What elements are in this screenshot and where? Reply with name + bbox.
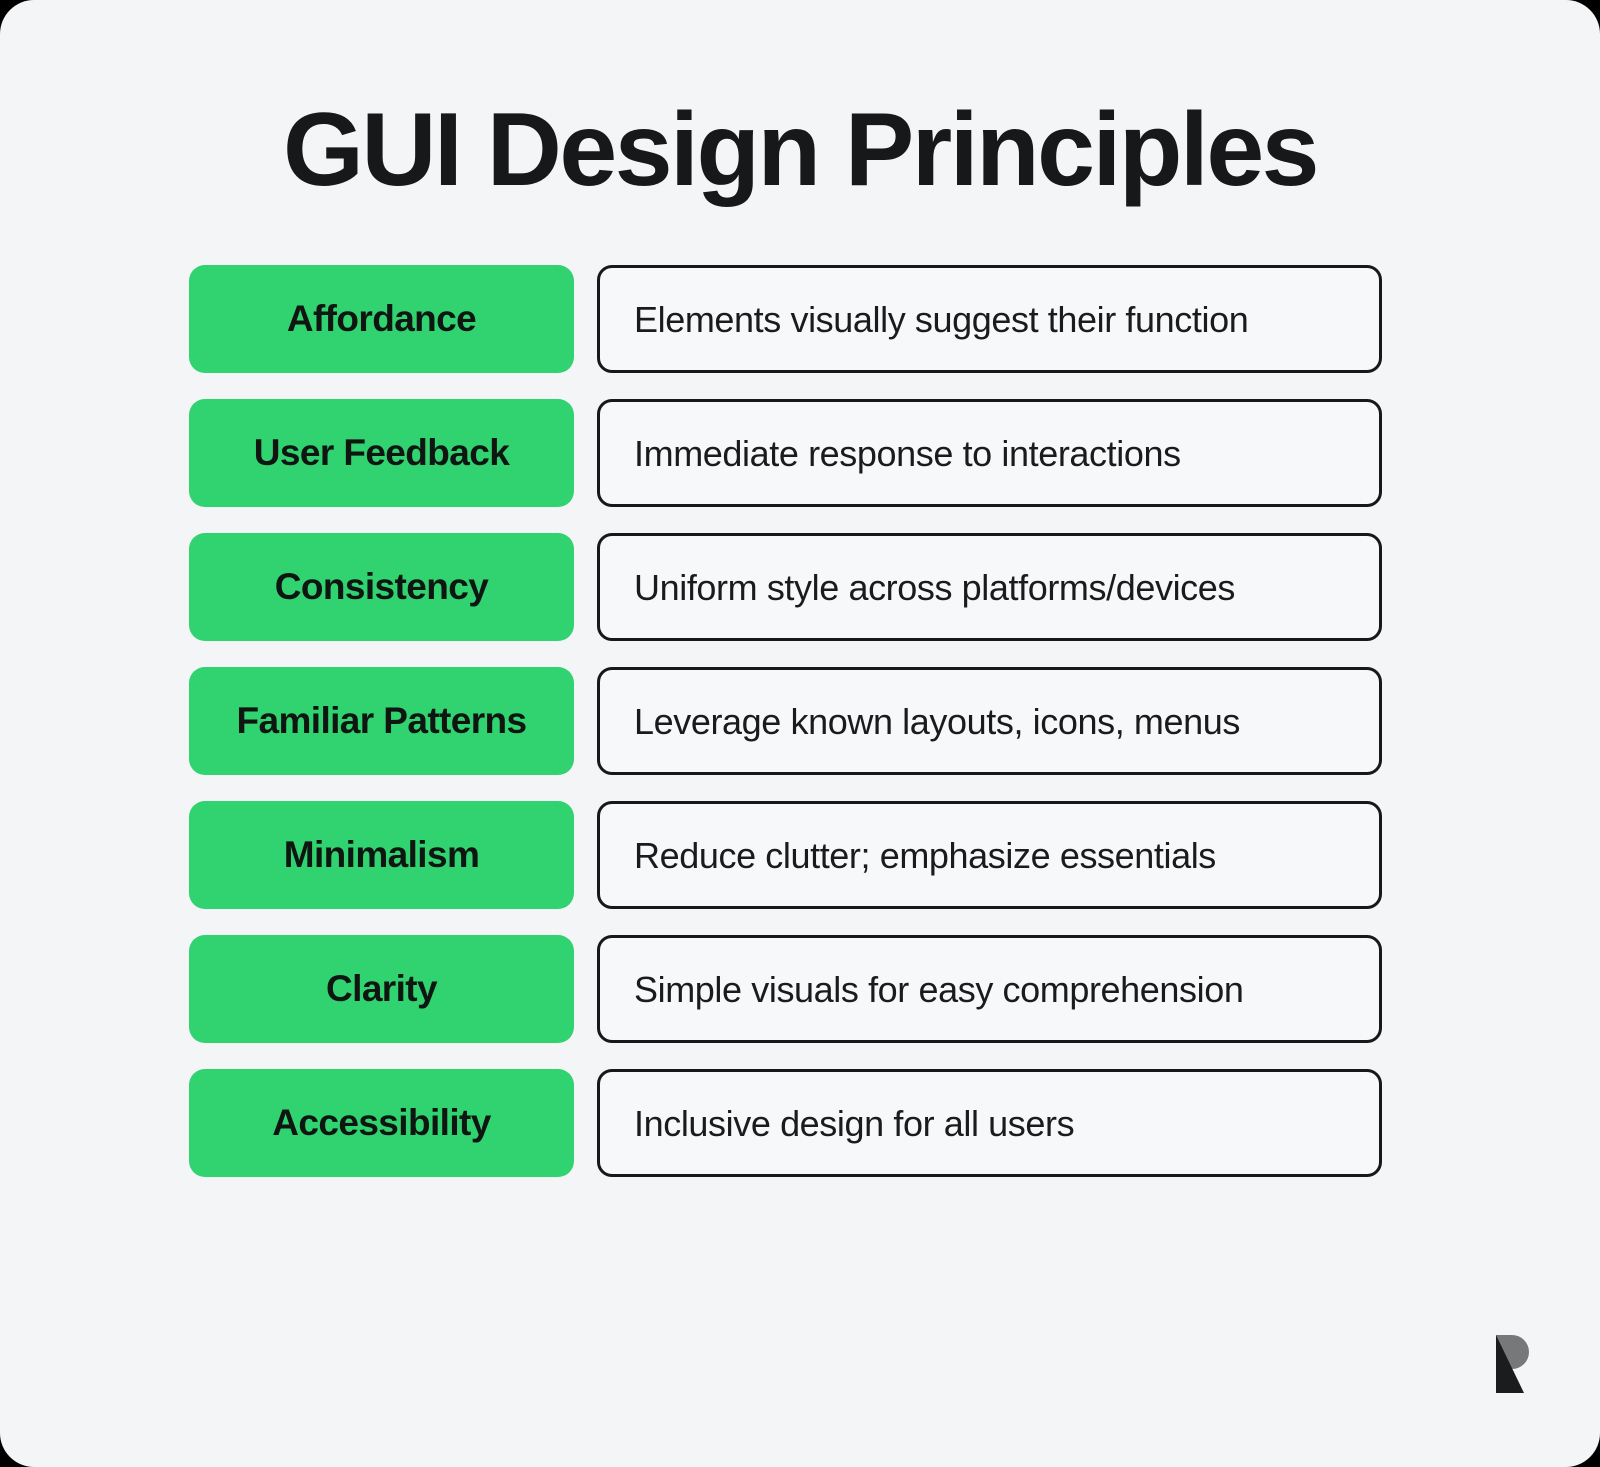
- description-card-user-feedback[interactable]: Immediate response to interactions: [597, 399, 1382, 508]
- principle-pill-consistency[interactable]: Consistency: [189, 533, 574, 642]
- description-card-affordance[interactable]: Elements visually suggest their function: [597, 265, 1382, 374]
- principle-pill-familiar-patterns[interactable]: Familiar Patterns: [189, 667, 574, 776]
- row-spacer: [574, 265, 597, 373]
- list-item: Affordance Elements visually suggest the…: [0, 265, 1600, 374]
- description-text: Inclusive design for all users: [634, 1102, 1075, 1144]
- row-spacer: [574, 1069, 597, 1177]
- principle-pill-clarity[interactable]: Clarity: [189, 935, 574, 1044]
- principle-label: Consistency: [274, 565, 489, 607]
- row-spacer: [574, 801, 597, 909]
- list-item: Minimalism Reduce clutter; emphasize ess…: [0, 801, 1600, 910]
- list-item: Consistency Uniform style across platfor…: [0, 533, 1600, 642]
- principle-pill-minimalism[interactable]: Minimalism: [189, 801, 574, 910]
- description-text: Leverage known layouts, icons, menus: [634, 700, 1240, 742]
- list-item: Familiar Patterns Leverage known layouts…: [0, 667, 1600, 776]
- description-text: Uniform style across platforms/devices: [634, 566, 1235, 608]
- list-item: User Feedback Immediate response to inte…: [0, 399, 1600, 508]
- brand-logo-icon: [1482, 1333, 1538, 1395]
- principle-pill-affordance[interactable]: Affordance: [189, 265, 574, 374]
- list-item: Clarity Simple visuals for easy comprehe…: [0, 935, 1600, 1044]
- principle-label: Clarity: [326, 967, 438, 1009]
- principle-label: User Feedback: [253, 431, 510, 473]
- description-card-accessibility[interactable]: Inclusive design for all users: [597, 1069, 1382, 1178]
- row-spacer: [574, 533, 597, 641]
- list-item: Accessibility Inclusive design for all u…: [0, 1069, 1600, 1178]
- principle-pill-accessibility[interactable]: Accessibility: [189, 1069, 574, 1178]
- description-card-minimalism[interactable]: Reduce clutter; emphasize essentials: [597, 801, 1382, 910]
- row-spacer: [574, 399, 597, 507]
- description-card-familiar-patterns[interactable]: Leverage known layouts, icons, menus: [597, 667, 1382, 776]
- principle-label: Familiar Patterns: [236, 699, 527, 741]
- description-card-clarity[interactable]: Simple visuals for easy comprehension: [597, 935, 1382, 1044]
- principle-label: Affordance: [286, 297, 477, 339]
- principle-label: Accessibility: [272, 1101, 491, 1143]
- principles-list: Affordance Elements visually suggest the…: [0, 265, 1600, 1178]
- principle-pill-user-feedback[interactable]: User Feedback: [189, 399, 574, 508]
- description-text: Immediate response to interactions: [634, 432, 1181, 474]
- description-text: Reduce clutter; emphasize essentials: [634, 834, 1216, 876]
- row-spacer: [574, 667, 597, 775]
- description-card-consistency[interactable]: Uniform style across platforms/devices: [597, 533, 1382, 642]
- description-text: Simple visuals for easy comprehension: [634, 968, 1244, 1010]
- principle-label: Minimalism: [283, 833, 480, 875]
- page-title: GUI Design Principles: [282, 92, 1320, 208]
- row-spacer: [574, 935, 597, 1043]
- description-text: Elements visually suggest their function: [634, 298, 1249, 340]
